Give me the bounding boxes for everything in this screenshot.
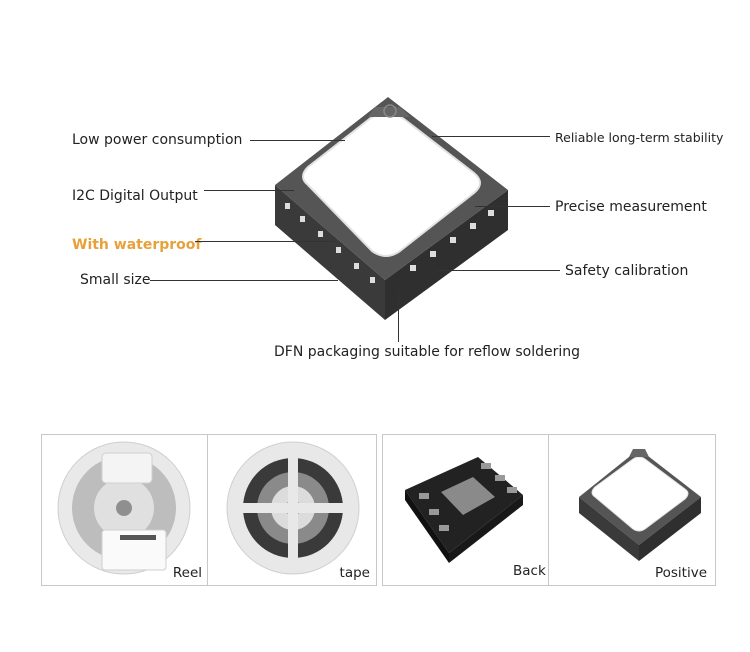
- back-image: [405, 457, 523, 563]
- tape-caption: tape: [339, 565, 370, 581]
- leader-dfn: [398, 290, 399, 342]
- reel-image: [57, 441, 191, 575]
- reel-caption: Reel: [172, 565, 202, 581]
- leader-small-size: [150, 280, 338, 281]
- sensor-illustration: [250, 85, 530, 330]
- leader-precise: [475, 206, 550, 207]
- back-caption: Back: [513, 563, 546, 579]
- leader-waterproof: [195, 241, 335, 242]
- feature-low-power: Low power consumption: [72, 132, 243, 148]
- gallery-positive: Positive: [548, 434, 716, 586]
- feature-dfn: DFN packaging suitable for reflow solder…: [274, 344, 581, 360]
- feature-small-size: Small size: [80, 272, 151, 288]
- gallery-tape: tape: [207, 434, 377, 586]
- feature-safety: Safety calibration: [565, 263, 689, 279]
- leader-long-term: [432, 136, 550, 137]
- gallery-back: Back: [382, 434, 550, 586]
- feature-waterproof: With waterproof: [72, 237, 202, 253]
- leader-i2c: [204, 190, 294, 191]
- leader-low-power: [250, 140, 345, 141]
- feature-precise: Precise measurement: [555, 199, 707, 215]
- positive-image: [579, 449, 701, 561]
- tape-image: [226, 441, 360, 575]
- gallery-reel: Reel: [41, 434, 209, 586]
- positive-caption: Positive: [654, 565, 707, 581]
- leader-safety: [435, 270, 560, 271]
- feature-i2c: I2C Digital Output: [72, 188, 198, 204]
- feature-long-term: Reliable long-term stability: [555, 130, 724, 145]
